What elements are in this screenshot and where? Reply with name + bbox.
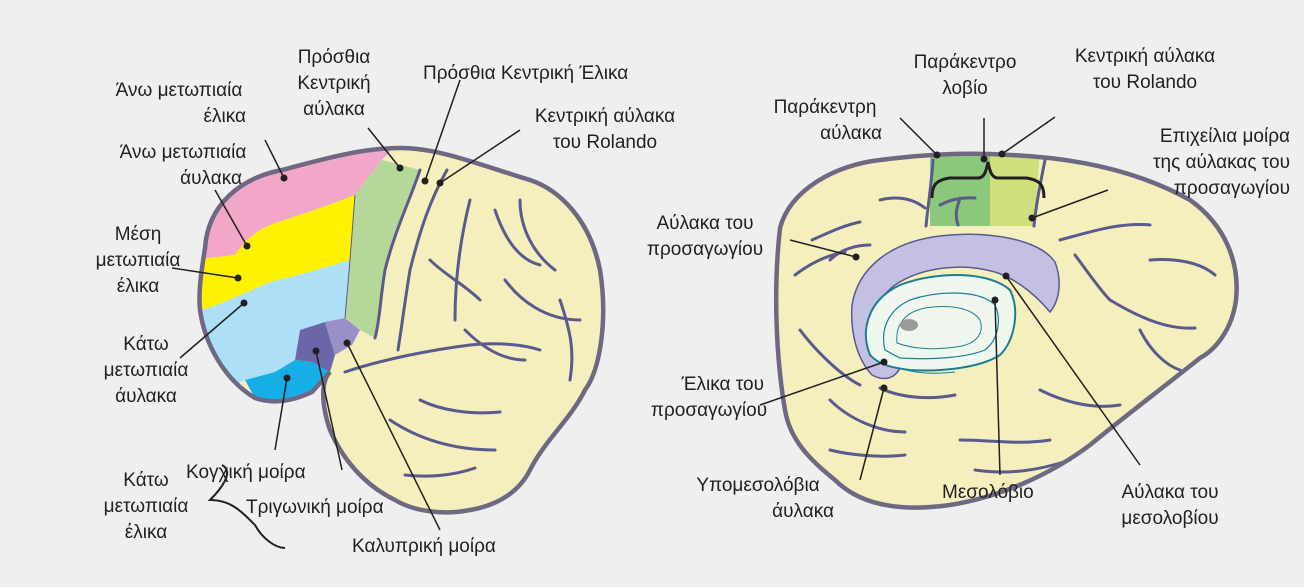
label-pars-orbitalis: Κογχική μοίρα <box>186 460 306 486</box>
label-corpus-callosum: Μεσολόβιο <box>942 480 1034 506</box>
label-central-sulcus-right: Κεντρική αύλακα του Rolando <box>1050 44 1240 96</box>
label-inferior-frontal-sulcus: Κάτω μετωπιαία άυλακα <box>96 332 196 410</box>
label-pars-opercularis: Καλυπρική μοίρα <box>352 534 496 560</box>
label-central-sulcus-left: Κεντρική αύλακα του Rolando <box>515 104 695 156</box>
label-inferior-frontal-gyrus: Κάτω μετωπιαία έλικα <box>96 468 196 546</box>
label-cingulate-sulcus-marginal: Επιχείλια μοίρα της αύλακας του προσαγωγ… <box>1100 124 1290 202</box>
medial-brain-view <box>776 150 1236 508</box>
label-cingulate-sulcus: Αύλακα του προσαγωγίου <box>630 211 780 263</box>
label-precentral-sulcus: Πρόσθια Κεντρική αύλακα <box>274 45 394 123</box>
label-paracentral-sulcus: Παράκεντρη αύλακα <box>760 95 890 147</box>
thalamus-mark <box>900 319 918 331</box>
paracentral-lobule-region <box>930 150 990 226</box>
lateral-brain-view <box>190 140 603 512</box>
label-callosal-sulcus: Αύλακα του μεσολοβίου <box>1100 480 1240 532</box>
label-paracentral-lobule: Παράκεντρο λοβίο <box>895 50 1035 102</box>
label-middle-frontal-gyrus: Μέση μετωπιαία έλικα <box>88 222 188 300</box>
label-subparietal-sulcus: Υπομεσολόβια άυλακα <box>678 473 838 525</box>
label-superior-frontal-gyrus: Άνω μετωπιαία έλικα <box>94 78 264 130</box>
label-cingulate-gyrus: Έλικα του προσαγωγίου <box>644 372 774 424</box>
label-pars-triangularis: Τριγωνική μοίρα <box>246 495 384 521</box>
label-superior-frontal-sulcus: Άνω μετωπιαία άυλακα <box>98 140 268 192</box>
label-precentral-gyrus: Πρόσθια Κεντρική Έλικα <box>423 61 628 87</box>
